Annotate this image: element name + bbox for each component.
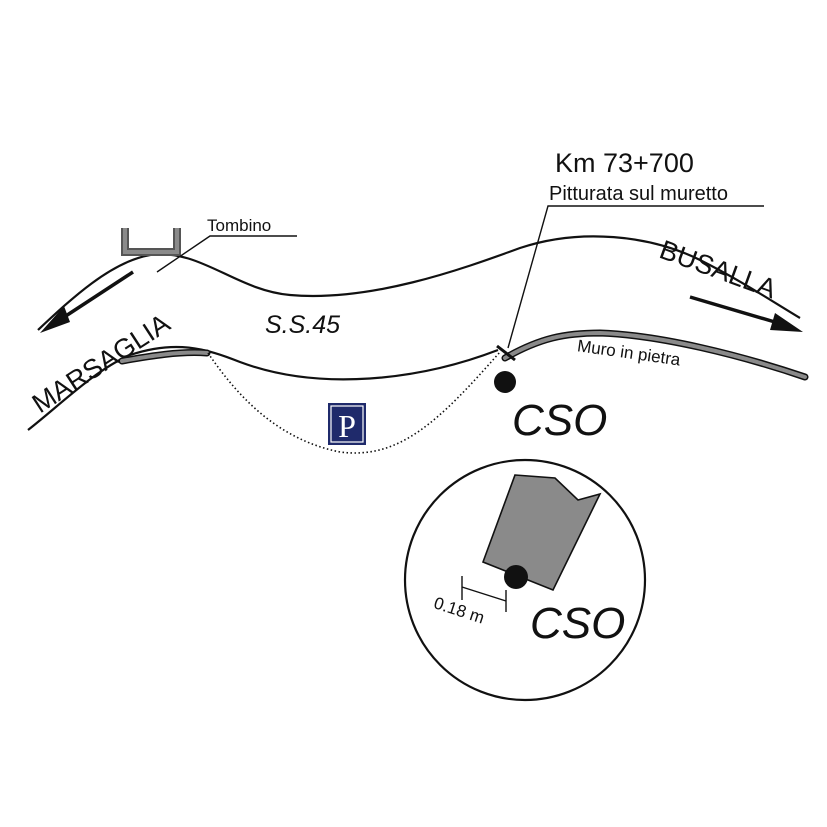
km-marker-label: Km 73+700 <box>555 148 694 178</box>
busalla-direction: BUSALLA <box>656 234 781 304</box>
tombino-symbol <box>121 228 181 256</box>
parking-sign-letter: P <box>338 408 356 444</box>
offset-label: 0.18 m <box>431 593 486 627</box>
offset-label-group: 0.18 m <box>431 593 486 627</box>
left-wall-fill <box>120 350 209 363</box>
road-lower-edge <box>27 345 499 431</box>
km-marker-leader <box>507 205 764 349</box>
parking-sign: P <box>328 403 366 445</box>
busalla-arrow-head <box>770 313 803 332</box>
marsaglia-arrow-head <box>40 306 70 333</box>
cso-point <box>494 371 516 393</box>
busalla-arrow-line <box>689 295 786 327</box>
offset-dimension-line <box>461 586 507 602</box>
parking-sign-border <box>330 405 364 443</box>
tombino-shape-inner <box>123 228 179 254</box>
marker-tick <box>496 344 516 362</box>
painted-note-label: Pitturata sul muretto <box>549 183 728 205</box>
detail-circle <box>403 458 647 702</box>
cso-label: CSO <box>512 396 607 445</box>
detail-cso-label: CSO <box>530 599 625 648</box>
parking-sign-bg <box>328 403 366 445</box>
busalla-label: BUSALLA <box>656 234 781 304</box>
tombino-shape-outer <box>121 228 181 256</box>
tombino-leader <box>156 235 297 273</box>
detail-cso-point <box>504 565 528 589</box>
road-name: S.S.45 <box>265 311 340 339</box>
tombino-label: Tombino <box>207 216 271 235</box>
detail-block <box>481 474 602 592</box>
stone-wall-fill <box>503 330 807 379</box>
